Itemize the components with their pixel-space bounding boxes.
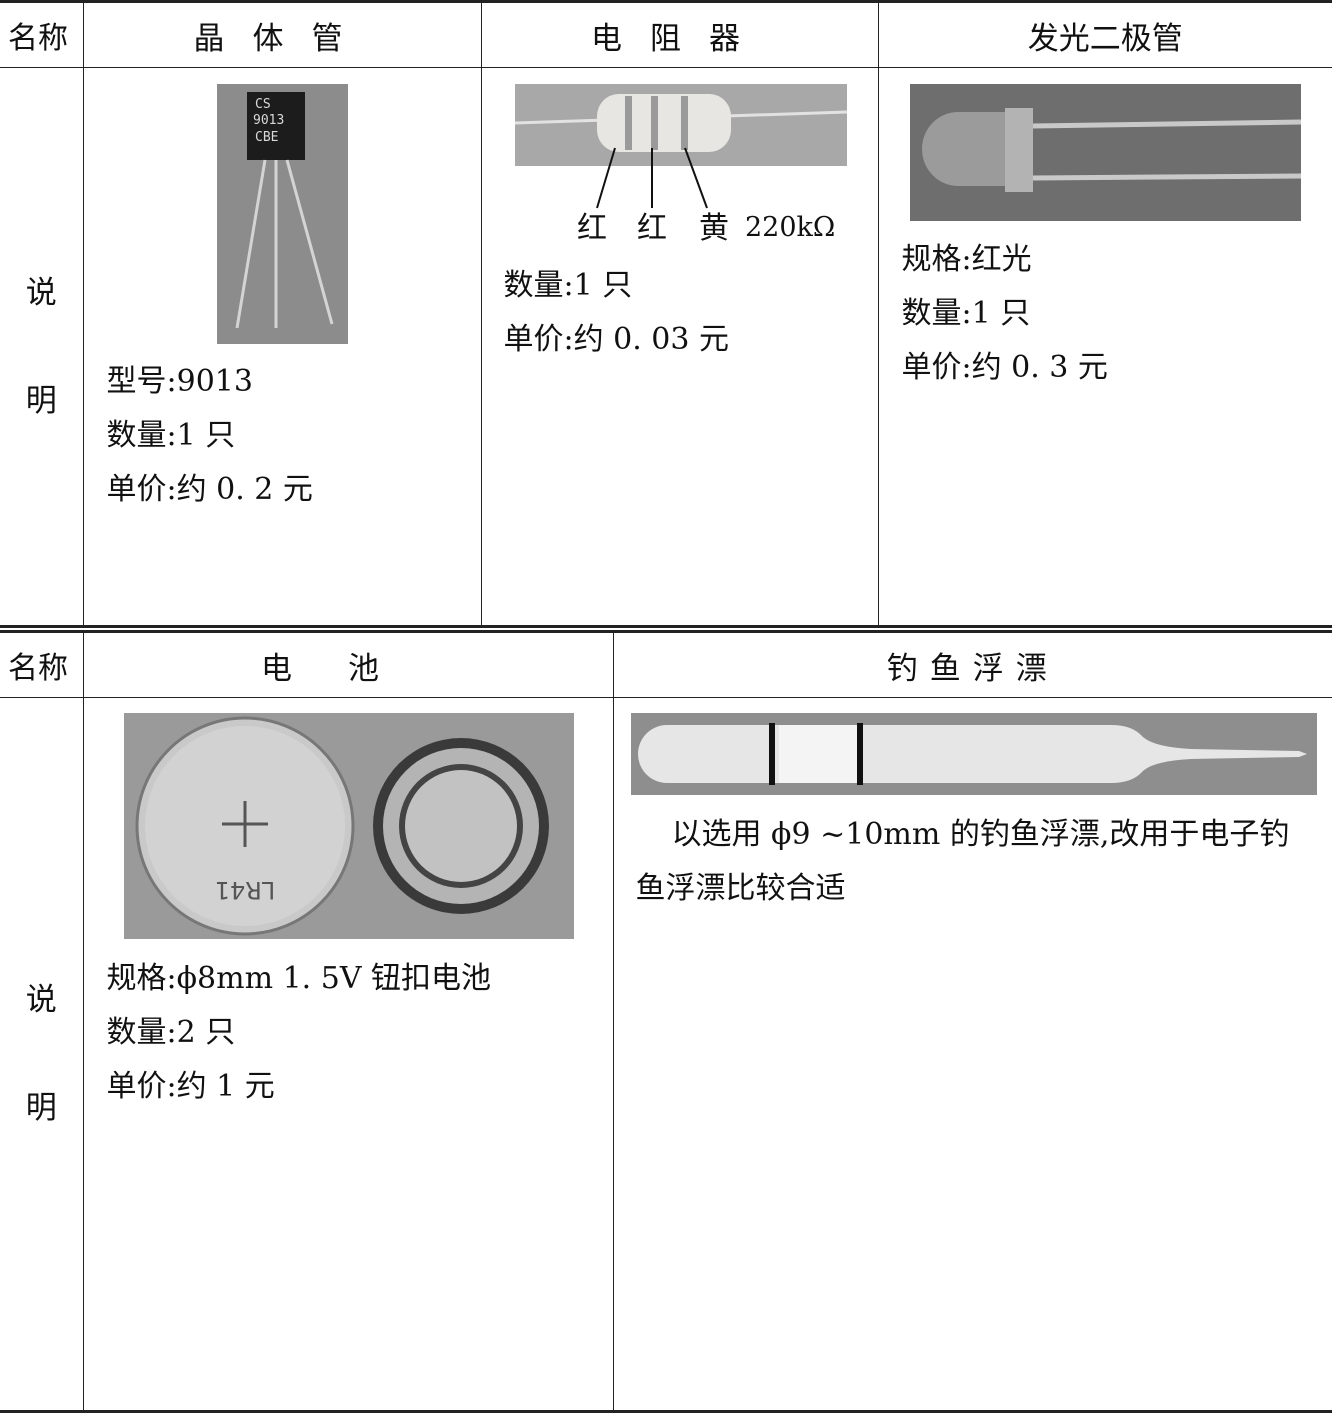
fishing-float-cell: 以选用 ϕ9 ~10mm 的钓鱼浮漂,改用于电子钓鱼浮漂比较合适: [612, 697, 1332, 1413]
button-battery-photo-icon: LR41: [123, 713, 574, 939]
row-label-description-2: 说 明: [0, 697, 84, 1413]
header-name-label-2: 名称: [0, 630, 84, 698]
components-table-2: 名称 电池 钓鱼浮漂 说 明 LR41 规格:ϕ8mm 1. 5V 钮: [0, 630, 1332, 1413]
svg-text:红: 红: [577, 211, 607, 246]
fishing-float-description: 以选用 ϕ9 ~10mm 的钓鱼浮漂,改用于电子钓鱼浮漂比较合适: [635, 817, 1290, 906]
header-fishing-float: 钓鱼浮漂: [612, 630, 1332, 698]
led-specs: 规格:红光 数量:1 只 单价:约 0. 3 元: [901, 242, 1108, 385]
header-name-label: 名称: [0, 0, 84, 68]
led-photo-icon: [909, 84, 1301, 221]
header-resistor: 电阻器: [480, 0, 879, 68]
components-table-1: 名称 晶体管 电阻器 发光二极管 说 明 CS 9013 CBE 型号:9013…: [0, 0, 1332, 628]
fishing-float-photo-icon: [630, 713, 1317, 795]
row-label-description: 说 明: [0, 67, 84, 628]
svg-text:CBE: CBE: [255, 130, 278, 145]
svg-text:9013: 9013: [253, 113, 284, 128]
battery-cell: LR41 规格:ϕ8mm 1. 5V 钮扣电池 数量:2 只 单价:约 1 元: [82, 697, 614, 1413]
svg-text:LR41: LR41: [214, 876, 275, 904]
transistor-cell: CS 9013 CBE 型号:9013 数量:1 只 单价:约 0. 2 元: [82, 67, 482, 628]
header-transistor: 晶体管: [82, 0, 482, 68]
battery-specs: 规格:ϕ8mm 1. 5V 钮扣电池 数量:2 只 单价:约 1 元: [106, 961, 492, 1104]
transistor-photo-icon: CS 9013 CBE: [216, 84, 348, 344]
header-led: 发光二极管: [877, 0, 1332, 68]
resistor-cell: 红 红 黄 220kΩ 数量:1 只 单价:约 0. 03 元: [480, 67, 879, 628]
svg-text:黄: 黄: [699, 211, 729, 246]
svg-text:红: 红: [637, 211, 667, 246]
svg-text:220kΩ: 220kΩ: [745, 212, 835, 243]
svg-text:CS: CS: [255, 97, 271, 112]
header-battery: 电池: [82, 630, 614, 698]
resistor-photo-icon: 红 红 黄 220kΩ: [514, 84, 847, 246]
resistor-specs: 数量:1 只 单价:约 0. 03 元: [503, 268, 730, 357]
led-cell: 规格:红光 数量:1 只 单价:约 0. 3 元: [877, 67, 1332, 628]
transistor-specs: 型号:9013 数量:1 只 单价:约 0. 2 元: [106, 364, 313, 507]
